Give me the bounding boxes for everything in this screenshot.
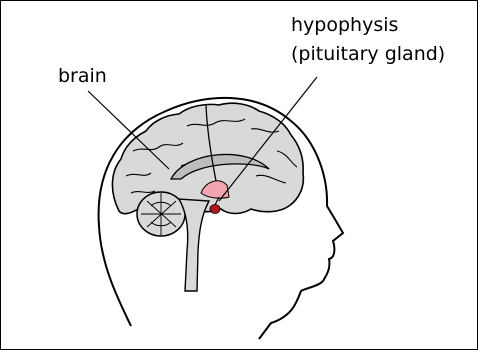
brain-label: brain [58, 65, 107, 87]
cerebellum [137, 192, 185, 236]
hypophysis-label: hypophysis [291, 14, 398, 36]
pituitary-gland-label: (pituitary gland) [291, 43, 445, 65]
